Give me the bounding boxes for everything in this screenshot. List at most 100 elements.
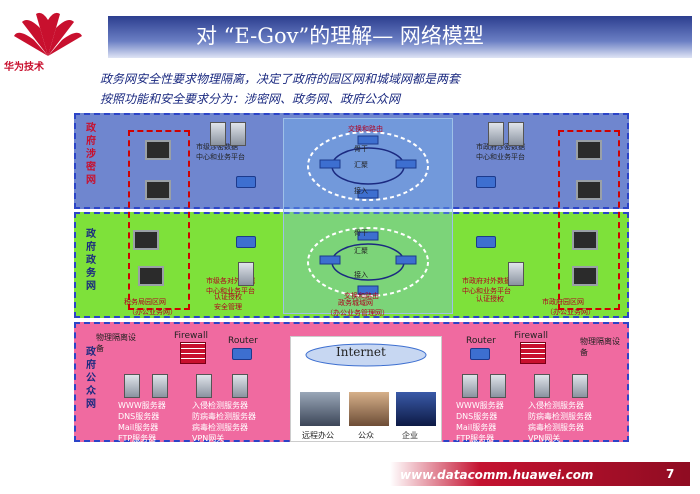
secret-ring-aggregation: 汇聚 xyxy=(354,161,368,169)
title-bar xyxy=(108,16,692,58)
secret-left-center: 市级涉密数据 中心和业务平台 xyxy=(196,143,245,161)
left-public-server-2 xyxy=(152,374,168,398)
left-security-vpn: VPN网关 xyxy=(192,434,225,443)
secret-pc-left-1 xyxy=(145,140,171,160)
left-security-ids: 入侵检测服务器 xyxy=(192,401,248,410)
affairs-switch-left xyxy=(236,236,256,248)
right-bureau-sub: （办公业务网） xyxy=(546,308,595,316)
secret-pc-right-2 xyxy=(576,180,602,200)
huawei-logo xyxy=(8,8,88,70)
logo-text: 华为技术 xyxy=(4,62,44,73)
intro-line-1: 政务网安全性要求物理隔离，决定了政府的园区网和城域网都是两套 xyxy=(100,72,461,86)
secret-zone-label: 政府涉密网 xyxy=(86,123,96,186)
user-remote-label: 远程办公 xyxy=(302,431,334,440)
affairs-switch-right xyxy=(476,236,496,248)
user-public-label: 公众 xyxy=(358,431,374,440)
left-isolation-label: 物理隔离设备 xyxy=(96,333,136,353)
right-router-label: Router xyxy=(466,336,496,346)
user-photo-enterprise xyxy=(396,392,436,426)
public-zone-label: 政府公众网 xyxy=(86,347,96,410)
left-public-server-4 xyxy=(232,374,248,398)
left-service-www: WWW服务器 xyxy=(118,401,166,410)
left-service-ftp: FTP服务器 xyxy=(118,434,157,443)
footer-url: www.datacomm.huawei.com xyxy=(400,468,594,482)
left-service-mail: Mail服务器 xyxy=(118,423,159,432)
affairs-server-right xyxy=(508,262,524,286)
secret-ring-access: 接入 xyxy=(354,187,368,195)
right-services-list: WWW服务器 DNS服务器 Mail服务器 FTP服务器 xyxy=(456,400,504,444)
core-column xyxy=(283,118,453,314)
left-bureau-label: 税务局园区网 xyxy=(124,298,166,306)
right-public-server-1 xyxy=(462,374,478,398)
secret-pc-right-1 xyxy=(576,140,602,160)
affairs-ring-access: 接入 xyxy=(354,271,368,279)
right-service-www: WWW服务器 xyxy=(456,401,504,410)
right-security-av: 防病毒检测服务器 xyxy=(528,412,592,421)
affairs-ring-core: 骨干 xyxy=(354,229,368,237)
user-photo-remote xyxy=(300,392,340,426)
right-security-virus: 病毒检测服务器 xyxy=(528,423,584,432)
left-security-virus: 病毒检测服务器 xyxy=(192,423,248,432)
affairs-exchange-label: 交换和路由 xyxy=(344,292,379,300)
left-firewall-icon xyxy=(180,342,206,364)
right-service-dns: DNS服务器 xyxy=(456,412,498,421)
secret-right-center: 市政府涉密数据 中心和业务平台 xyxy=(476,143,525,161)
affairs-left-auth: 认证授权 安全管理 xyxy=(214,293,242,311)
left-router-label: Router xyxy=(228,336,258,346)
right-public-server-4 xyxy=(572,374,588,398)
affairs-pc-right-1 xyxy=(572,230,598,250)
right-firewall-label: Firewall xyxy=(514,331,548,341)
secret-ring-diagram xyxy=(307,131,429,201)
left-services-list: WWW服务器 DNS服务器 Mail服务器 FTP服务器 xyxy=(118,400,166,444)
user-photo-public xyxy=(349,392,389,426)
left-secret-campus-box xyxy=(128,130,190,310)
left-public-server-1 xyxy=(124,374,140,398)
right-public-server-2 xyxy=(490,374,506,398)
internet-cloud-icon xyxy=(305,343,427,367)
right-secret-campus-box xyxy=(558,130,620,310)
left-service-dns: DNS服务器 xyxy=(118,412,160,421)
right-security-ids: 入侵检测服务器 xyxy=(528,401,584,410)
affairs-pc-left-2 xyxy=(138,266,164,286)
affairs-right-center: 市政府对外数据 中心和业务平台 xyxy=(462,277,511,295)
metro-sub: （办公业务管理网） xyxy=(326,309,389,317)
metro-label: 政务城域网 xyxy=(338,299,373,307)
secret-pc-left-2 xyxy=(145,180,171,200)
secret-switch-right xyxy=(476,176,496,188)
left-firewall-label: Firewall xyxy=(174,331,208,341)
secret-server-left xyxy=(210,122,226,146)
affairs-pc-left-1 xyxy=(133,230,159,250)
affairs-pc-right-2 xyxy=(572,266,598,286)
page-number: 7 xyxy=(666,467,675,481)
user-enterprise-label: 企业 xyxy=(402,431,418,440)
footer-bar xyxy=(390,462,690,486)
right-security-list: 入侵检测服务器 防病毒检测服务器 病毒检测服务器 VPN网关 xyxy=(528,400,592,444)
huawei-petal-logo-icon xyxy=(14,12,82,56)
left-security-list: 入侵检测服务器 防病毒检测服务器 病毒检测服务器 VPN网关 xyxy=(192,400,256,444)
internet-label: Internet xyxy=(336,345,386,359)
page-title: 对 “E-Gov”的理解— 网络模型 xyxy=(196,24,484,48)
secret-top-label: 交换和路由 xyxy=(348,125,383,133)
secret-server-right-2 xyxy=(508,122,524,146)
left-public-server-3 xyxy=(196,374,212,398)
right-bureau-label: 市政府园区网 xyxy=(542,298,584,306)
secret-server-left-2 xyxy=(230,122,246,146)
affairs-right-auth: 认证授权 xyxy=(476,295,504,303)
intro-line-2: 按照功能和安全要求分为：涉密网、政务网、政府公众网 xyxy=(100,92,401,106)
affairs-ring-aggregation: 汇聚 xyxy=(354,247,368,255)
secret-ring-core: 骨干 xyxy=(354,145,368,153)
right-service-ftp: FTP服务器 xyxy=(456,434,495,443)
left-security-av: 防病毒检测服务器 xyxy=(192,412,256,421)
right-service-mail: Mail服务器 xyxy=(456,423,497,432)
secret-zone xyxy=(74,113,629,209)
affairs-zone xyxy=(74,212,629,318)
secret-switch-left xyxy=(236,176,256,188)
right-public-server-3 xyxy=(534,374,550,398)
left-bureau-sub: （办公业务网） xyxy=(128,308,177,316)
right-firewall-icon xyxy=(520,342,546,364)
affairs-zone-label: 政府政务网 xyxy=(86,229,96,292)
affairs-ring-diagram xyxy=(307,227,429,297)
right-security-vpn: VPN网关 xyxy=(528,434,561,443)
affairs-server-left xyxy=(238,262,254,286)
right-isolation-label: 物理隔离设备 xyxy=(580,337,620,357)
